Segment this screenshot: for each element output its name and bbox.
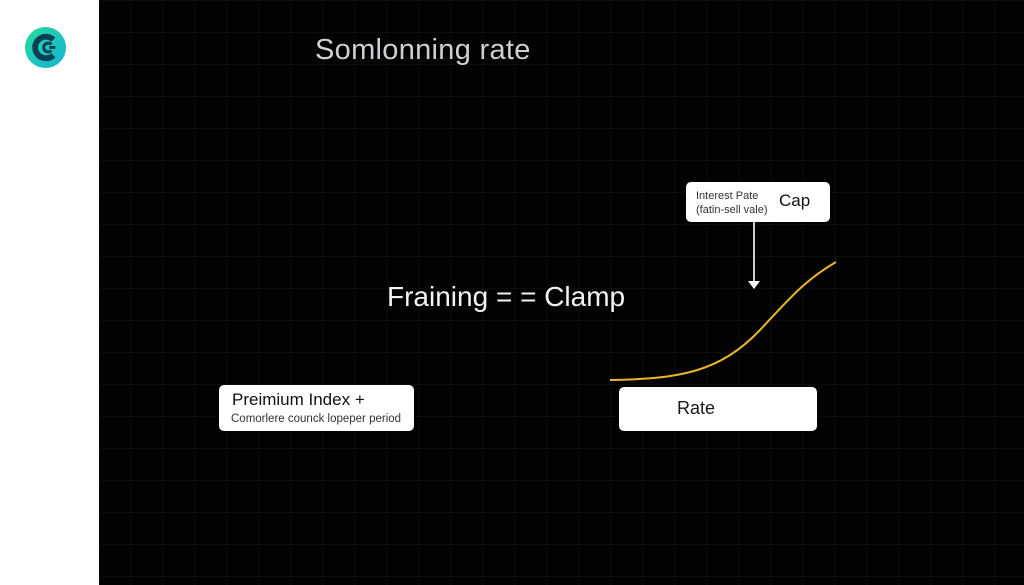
cap-box-line1: Interest Pate bbox=[696, 190, 759, 202]
premium-box-sublabel: Comorlere counck lopeper period bbox=[231, 413, 402, 425]
premium-index-box[interactable]: Preimium Index + Comorlere counck lopepe… bbox=[219, 385, 414, 431]
diagram-title: Somlonning rate bbox=[315, 34, 531, 66]
rate-box-label: Rate bbox=[676, 398, 716, 418]
premium-box-label: Preimium Index + bbox=[232, 390, 365, 409]
down-arrow-icon bbox=[748, 222, 760, 289]
formula-text: Fraining = = Clamp bbox=[387, 281, 626, 312]
diagram-canvas bbox=[99, 0, 1024, 585]
sidebar bbox=[0, 0, 99, 585]
cap-box-line2: (fatin-sell vale) bbox=[696, 204, 768, 216]
interest-rate-cap-box[interactable]: Interest Pate (fatin-sell vale) Cap bbox=[686, 182, 830, 222]
rate-curve bbox=[609, 261, 837, 381]
c-logo-icon[interactable] bbox=[24, 26, 67, 69]
cap-box-label: Cap bbox=[779, 191, 811, 210]
rate-box[interactable]: Rate bbox=[619, 387, 817, 431]
